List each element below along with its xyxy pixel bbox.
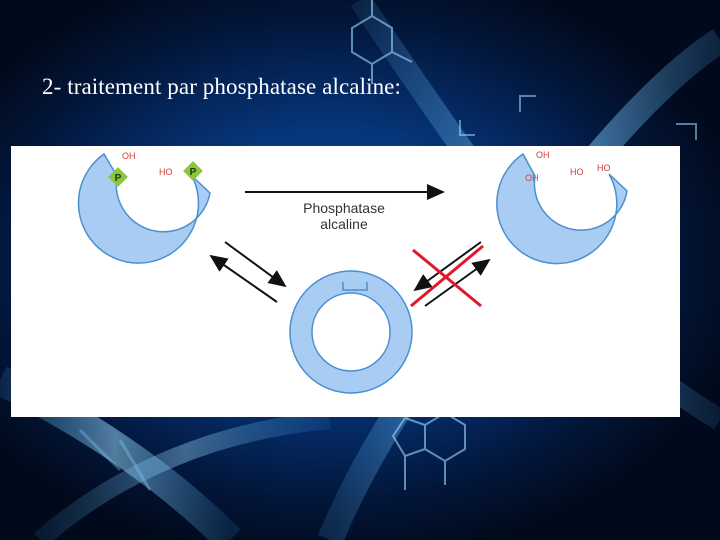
enzyme-label-line2: alcaline (320, 216, 368, 232)
red-cross-mark (410, 244, 484, 308)
diagram-panel: P P OH HO Phosphatase alcaline OH OH HO … (11, 146, 680, 417)
slide-title: 2- traitement par phosphatase alcaline: (42, 74, 401, 99)
hydroxyl-label: HO (597, 163, 611, 173)
dephosphorylation-diagram: P P OH HO Phosphatase alcaline OH OH HO … (77, 150, 628, 394)
linear-plasmid-dephosphorylated: OH OH HO HO (496, 150, 628, 265)
hydroxyl-label: OH (122, 151, 136, 161)
svg-text:P: P (190, 167, 197, 178)
circular-plasmid (289, 270, 413, 394)
reversible-arrows-right (413, 241, 491, 307)
reversible-arrows-left (209, 241, 287, 303)
phosphate-group-right: P (183, 161, 203, 181)
hydroxyl-label: OH (525, 173, 539, 183)
enzyme-label-line1: Phosphatase (303, 200, 385, 216)
svg-text:P: P (115, 173, 122, 184)
hydroxyl-label: OH (536, 150, 550, 160)
hydroxyl-label: HO (570, 167, 584, 177)
hydroxyl-label: HO (159, 167, 173, 177)
linear-plasmid-phosphorylated: P P OH HO (77, 151, 211, 264)
